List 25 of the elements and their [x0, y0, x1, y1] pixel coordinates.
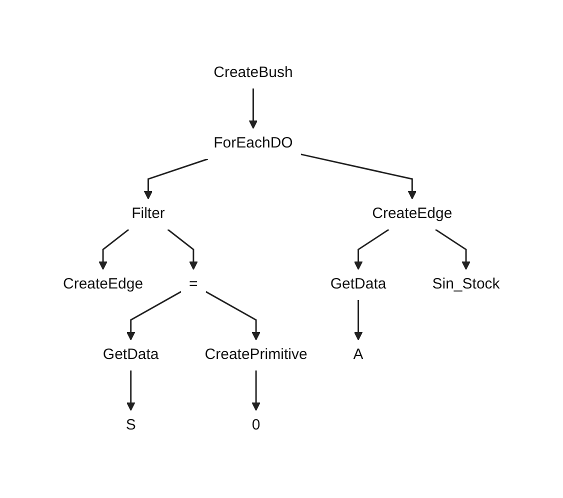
node-text: GetData: [330, 274, 386, 292]
arrow: [252, 370, 261, 410]
node-text: GetData: [103, 345, 159, 362]
arrow: [126, 290, 182, 340]
arrow: [167, 228, 198, 270]
arrow: [98, 228, 130, 270]
arrow: [300, 153, 417, 199]
arrow: [435, 228, 471, 270]
arrow: [126, 370, 136, 410]
arrow: [206, 290, 261, 340]
arrow: [144, 158, 208, 199]
node-text: A: [353, 345, 364, 362]
node-text: ForEachDO: [214, 134, 293, 151]
arrow: [248, 88, 258, 128]
arrow: [354, 300, 363, 340]
node-text: S: [126, 416, 136, 433]
node-text: 0: [252, 416, 260, 433]
arrow: [354, 228, 390, 270]
node-text: =: [189, 274, 198, 292]
node-text: CreatePrimitive: [204, 345, 308, 362]
node-text: CreateEdge: [63, 274, 144, 292]
node-text: Filter: [132, 204, 166, 222]
node-text: Sin_Stock: [432, 274, 500, 292]
node-text: CreateBush: [214, 64, 293, 80]
node-text: CreateEdge: [372, 204, 452, 222]
